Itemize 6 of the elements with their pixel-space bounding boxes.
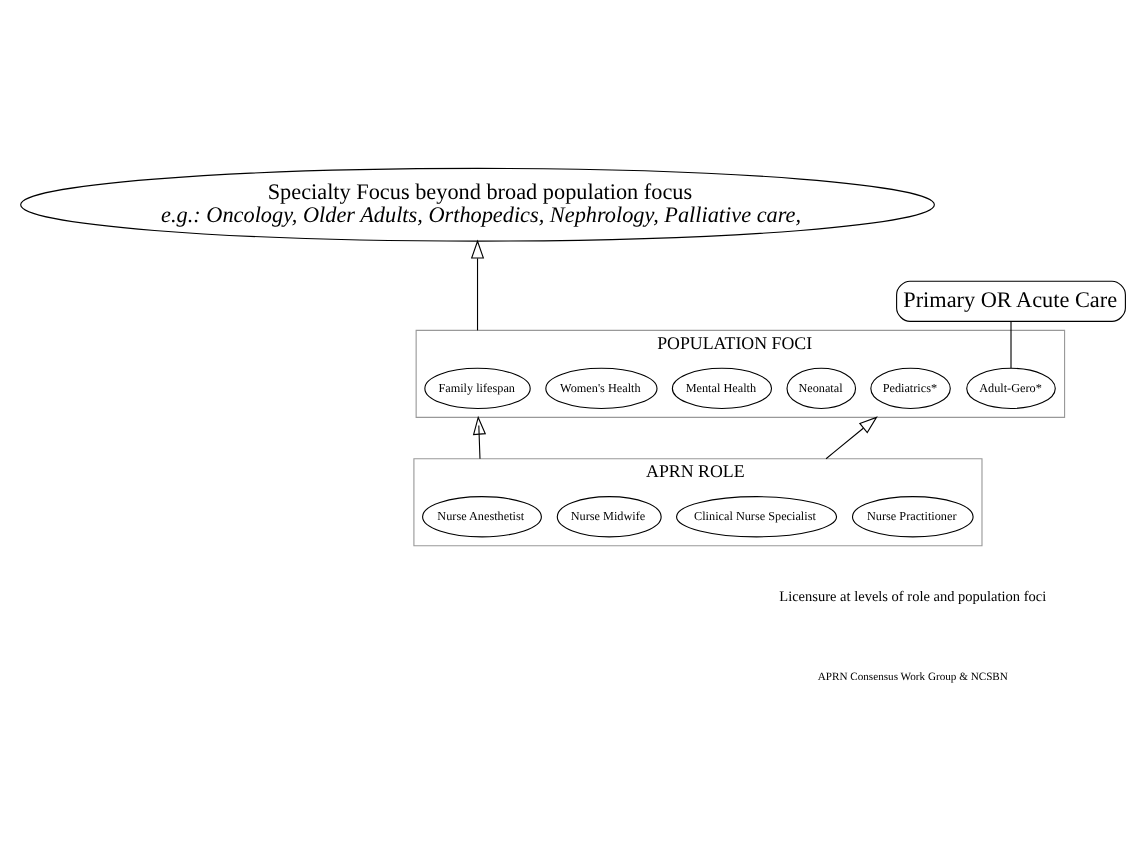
arrow — [470, 238, 485, 330]
node-ellipse: Specialty Focus beyond broad population focus e.g.: Oncology, Older Adults, Orthopedics, Nephrology, Palliative care, — [20, 166, 935, 241]
arrow — [825, 415, 878, 459]
node-box: Primary OR Acute Care — [896, 279, 1126, 321]
arrow — [472, 414, 487, 459]
connector — [1010, 320, 1012, 368]
